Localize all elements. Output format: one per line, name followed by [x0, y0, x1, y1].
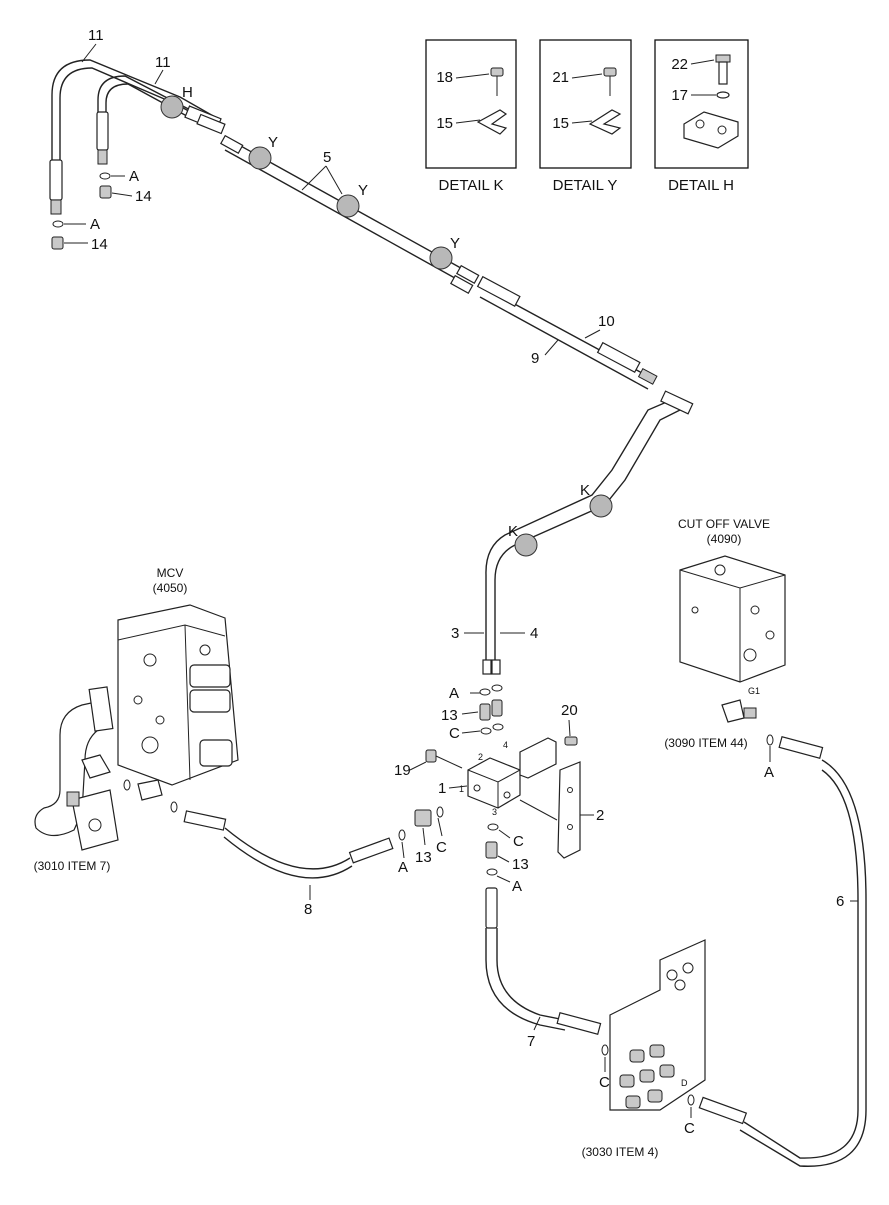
callout-5: 5 — [323, 149, 331, 166]
port-3-label: 3 — [492, 807, 497, 817]
callout-11-right: 11 — [155, 54, 171, 71]
callout-20: 20 — [561, 702, 578, 719]
detail-y-box — [539, 39, 632, 169]
callout-4: 4 — [530, 625, 538, 642]
callout-a-block-left: A — [398, 859, 408, 876]
clamp-spot-k2 — [514, 533, 538, 557]
ref-3030: (3030 ITEM 4) — [582, 1145, 659, 1159]
port-d-label: D — [681, 1078, 688, 1088]
port-1-label: 1 — [459, 784, 464, 794]
callout-9: 9 — [531, 350, 539, 367]
callout-y-2: Y — [358, 182, 368, 199]
cutoff-valve-name: CUT OFF VALVE — [678, 517, 770, 531]
hose-7 — [485, 887, 602, 1035]
callout-h: H — [182, 84, 193, 101]
detail-y-caption: DETAIL Y — [553, 177, 618, 194]
callout-a-upper: A — [129, 168, 139, 185]
callout-19: 19 — [394, 762, 411, 779]
callout-y-1: Y — [268, 134, 278, 151]
callout-3: 3 — [451, 625, 459, 642]
callout-a-cutoff: A — [764, 764, 774, 781]
callout-13-block-left: 13 — [415, 849, 432, 866]
callout-c-bracket-left: C — [599, 1074, 610, 1091]
port-2-label: 2 — [478, 752, 483, 762]
clamp-spot-h — [160, 95, 184, 119]
detail-h-caption: DETAIL H — [668, 177, 734, 194]
hose-8 — [183, 810, 394, 879]
detail-k-callout-15: 15 — [436, 115, 453, 132]
detail-k-caption: DETAIL K — [438, 177, 503, 194]
callout-k-2: K — [508, 523, 518, 540]
detail-y-callout-21: 21 — [552, 69, 569, 86]
mcv-valve-assembly — [117, 604, 239, 786]
return-pipe-3010 — [34, 686, 119, 851]
callout-6: 6 — [836, 893, 844, 910]
clamp-spot-y3 — [429, 246, 453, 270]
callout-c-block-left: C — [436, 839, 447, 856]
callout-1: 1 — [438, 780, 446, 797]
port-4-label: 4 — [503, 740, 508, 750]
detail-h-callout-17: 17 — [671, 87, 688, 104]
callout-7: 7 — [527, 1033, 535, 1050]
callout-c-block-bottom: C — [513, 833, 524, 850]
callout-14-upper: 14 — [135, 188, 152, 205]
callout-c-block-top: C — [449, 725, 460, 742]
detail-y-callout-15: 15 — [552, 115, 569, 132]
callout-a-lower: A — [90, 216, 100, 233]
detail-h-callout-22: 22 — [671, 56, 688, 73]
callout-k-1: K — [580, 482, 590, 499]
callout-11-left: 11 — [88, 27, 104, 44]
cutoff-port-g1: G1 — [748, 686, 760, 696]
callout-c-bracket-right: C — [684, 1120, 695, 1137]
ref-3010: (3010 ITEM 7) — [34, 859, 111, 873]
callout-8: 8 — [304, 901, 312, 918]
callout-2: 2 — [596, 807, 604, 824]
callout-13-block-top: 13 — [441, 707, 458, 724]
clamp-spot-y2 — [336, 194, 360, 218]
solenoid-valve-block — [467, 737, 557, 809]
hose-11-pair — [49, 59, 226, 215]
cutoff-valve-code: (4090) — [707, 532, 742, 546]
callout-a-block-top: A — [449, 685, 459, 702]
valve-bracket-3030 — [609, 939, 706, 1111]
callout-y-3: Y — [450, 235, 460, 252]
hose-9-10-pair — [476, 275, 658, 390]
clamp-spot-k1 — [589, 494, 613, 518]
callout-a-block-bottom: A — [512, 878, 522, 895]
detail-k-callout-18: 18 — [436, 69, 453, 86]
detail-h-box — [654, 39, 749, 169]
callout-13-block-bottom: 13 — [512, 856, 529, 873]
bracket-2 — [557, 736, 581, 859]
mcv-code: (4050) — [153, 581, 188, 595]
detail-k-box — [425, 39, 517, 169]
mcv-name: MCV — [157, 566, 184, 580]
ref-3090: (3090 ITEM 44) — [664, 736, 747, 750]
hose-3-4-pair — [482, 390, 694, 675]
callout-14-lower: 14 — [91, 236, 108, 253]
cutoff-valve-block — [679, 555, 786, 683]
callout-10: 10 — [598, 313, 615, 330]
hose-6 — [698, 736, 867, 1167]
clamp-spot-y1 — [248, 146, 272, 170]
